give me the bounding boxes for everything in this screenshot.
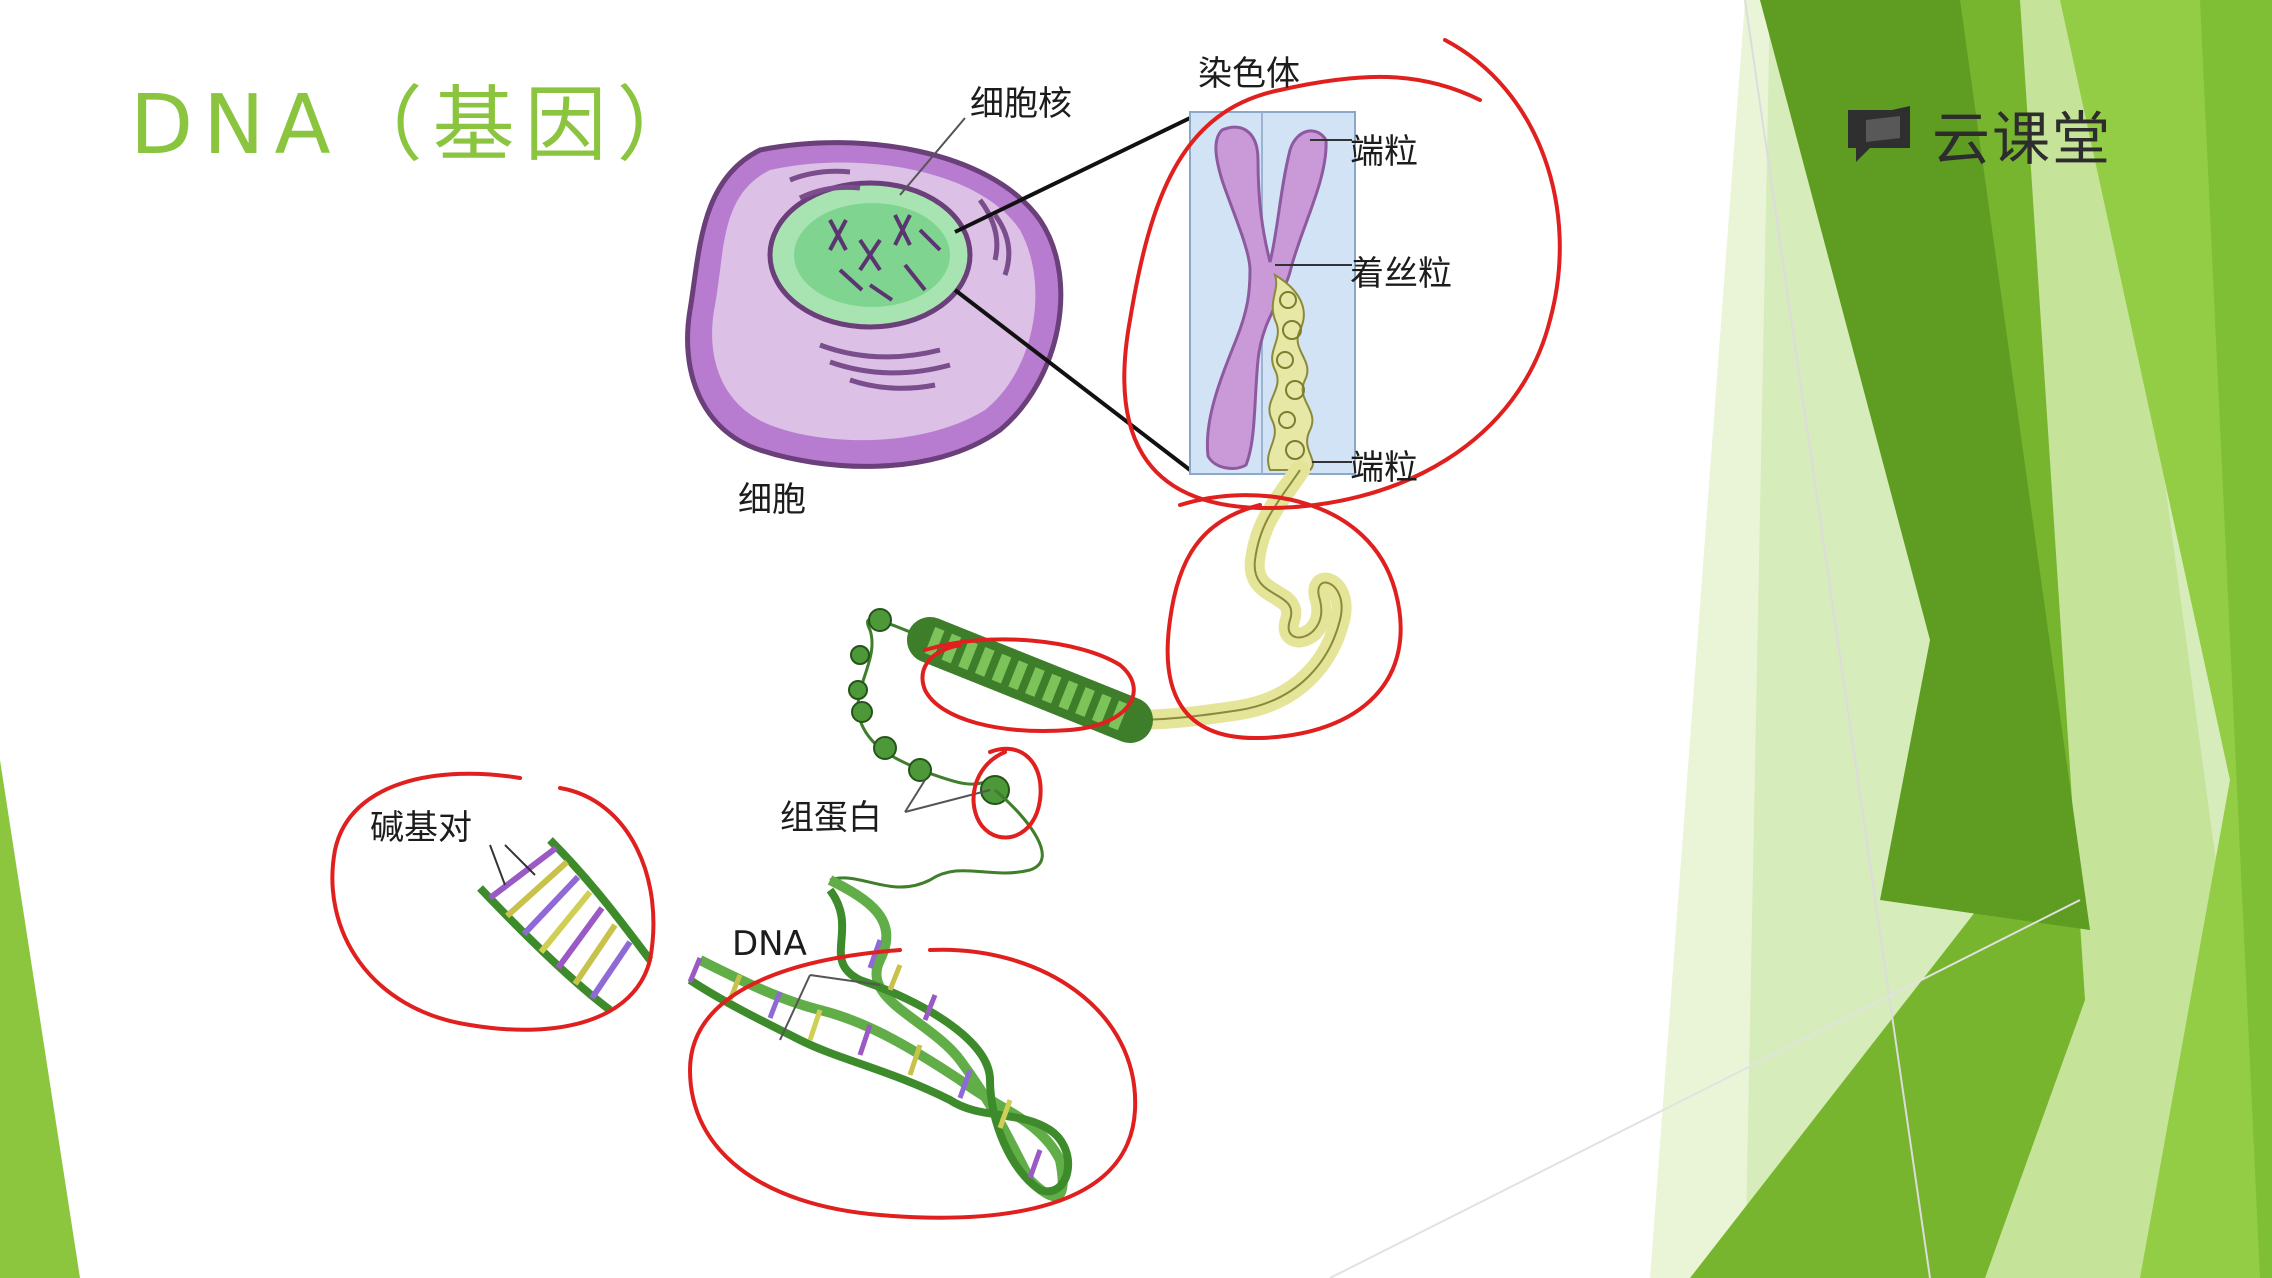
label-telomere-top: 端粒	[1350, 132, 1418, 172]
label-telomere-bottom: 端粒	[1350, 448, 1418, 488]
solenoid	[907, 617, 1153, 743]
annotation-basepair-circle	[330, 771, 656, 1032]
label-cell: 细胞	[738, 480, 806, 520]
ladder-rail-right	[547, 837, 654, 963]
chromosome-arm	[1205, 125, 1328, 470]
zoom-line-bottom	[953, 288, 1192, 472]
label-nucleus: 细胞核	[970, 84, 1072, 124]
brand-name: 云课堂	[1932, 105, 2113, 173]
nucleus-chromosomes	[828, 214, 942, 302]
zoom-line-top	[954, 116, 1191, 234]
label-dna: DNA	[732, 924, 807, 964]
label-chromosome: 染色体	[1198, 54, 1300, 94]
dna-leader-1	[779, 974, 811, 1041]
chromosome-illustration	[1189, 111, 1356, 475]
linker-dna	[829, 788, 1044, 889]
annotation-chromosome-circle	[1122, 38, 1562, 511]
dna-strand-a	[697, 875, 1068, 1202]
chromatin-loops	[1276, 291, 1305, 460]
thin-line-1	[1744, 0, 1931, 1278]
base-pair-rungs	[687, 939, 1043, 1179]
base-pair-ladder	[477, 837, 654, 1014]
label-base-pairs: 碱基对	[370, 808, 472, 848]
cell-illustration	[685, 140, 1064, 469]
annotation-dna-circle	[687, 947, 1138, 1220]
annotation-histone-circle	[971, 746, 1043, 840]
histone-leader-1	[904, 779, 926, 813]
left-green-band	[0, 760, 80, 1278]
red-annotations	[330, 38, 1562, 1220]
brand-logo: 云课堂	[1842, 92, 2112, 176]
label-histone: 组蛋白	[780, 798, 882, 838]
annotation-fiber-circle	[1165, 493, 1403, 741]
page-title: DNA（基因）	[130, 78, 709, 173]
base-pair-leader-2	[504, 844, 536, 876]
nucleosome-fiber	[829, 608, 1153, 889]
annotation-solenoid-circle	[920, 637, 1136, 733]
thin-line-2	[1329, 899, 2081, 1278]
chromatin-fiber-outline	[1129, 469, 1343, 721]
cytoplasm-organelles	[789, 168, 1012, 391]
right-band-edge	[2200, 0, 2272, 1278]
nucleus-label-leader	[899, 117, 966, 196]
label-centromere: 着丝粒	[1350, 254, 1452, 294]
ladder-rungs	[488, 845, 633, 1000]
histone-leader-2	[904, 789, 991, 813]
base-pair-leader-1	[489, 844, 506, 886]
right-band-darker	[1760, 0, 2090, 930]
chat-book-icon	[1848, 106, 1910, 162]
dna-leader-2	[809, 974, 881, 986]
